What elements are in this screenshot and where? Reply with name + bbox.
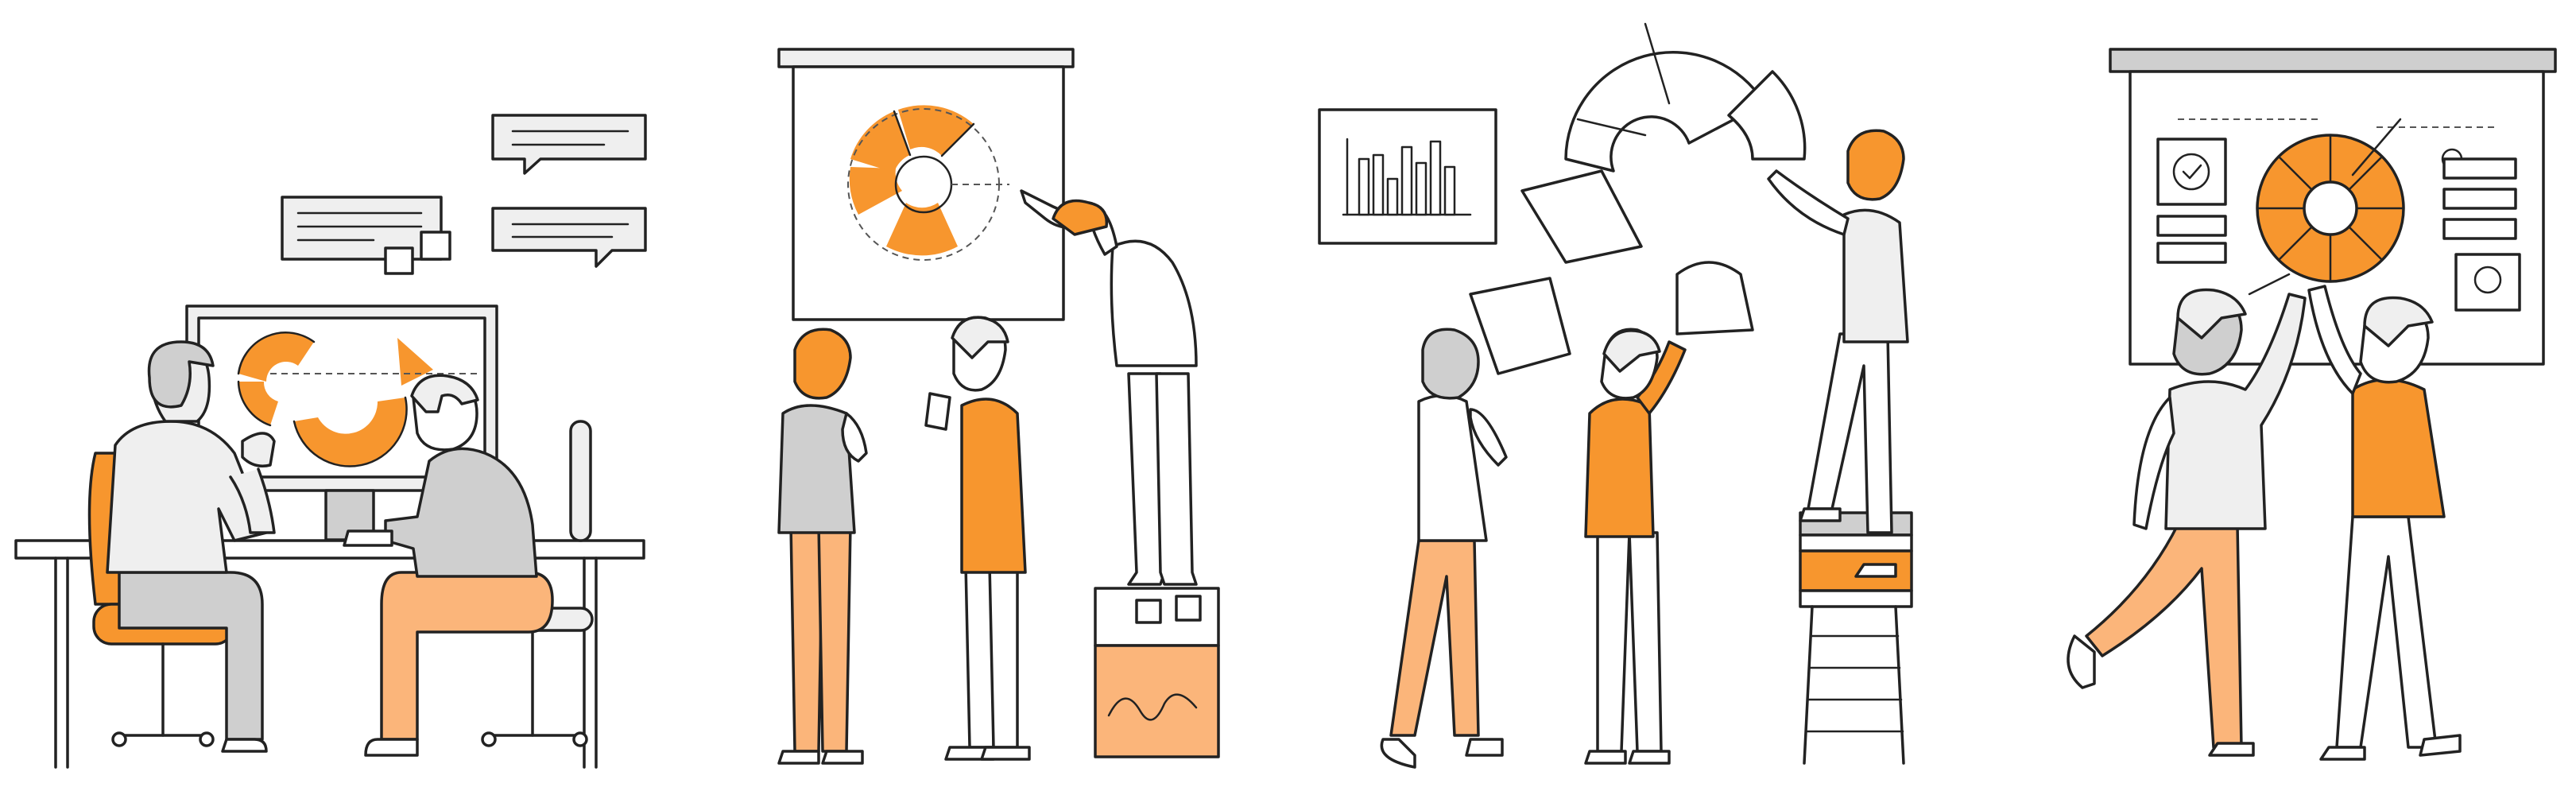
person-icon <box>343 374 554 757</box>
person-icon <box>106 340 276 753</box>
speech-bubble-icon <box>491 114 647 175</box>
scene-high-five-board <box>2067 48 2557 761</box>
person-icon <box>777 328 868 765</box>
pie-segments-icon <box>1469 22 1807 375</box>
ladder-icon <box>1799 511 1913 765</box>
presentation-board-icon <box>777 48 1075 321</box>
bar-chart-icon <box>1318 108 1497 245</box>
person-icon <box>2067 288 2307 757</box>
speech-bubble-icon <box>491 207 647 268</box>
person-icon <box>1584 328 1687 765</box>
scene-office-desk <box>14 114 647 769</box>
person-icon <box>1380 328 1508 769</box>
person-icon <box>1020 189 1220 758</box>
person-icon <box>1767 129 1909 578</box>
scene-presentation-board <box>777 48 1220 765</box>
person-icon <box>924 316 1031 761</box>
notes-board-icon <box>281 196 451 275</box>
person-icon <box>2307 285 2462 761</box>
scene-puzzle-chart <box>1318 22 1913 769</box>
